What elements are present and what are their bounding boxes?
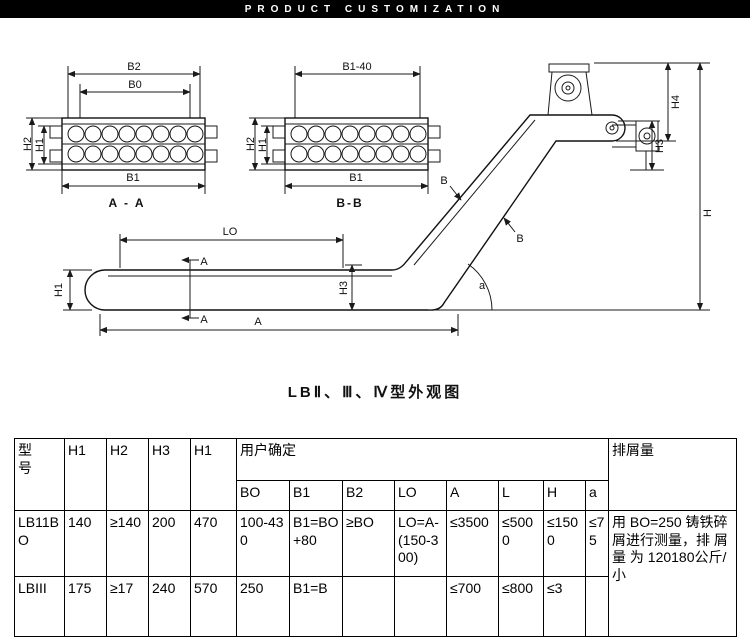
cell-model: LBIII	[14, 576, 65, 637]
dim-label-b1: B1	[126, 172, 139, 184]
subheader-bo: BO	[236, 480, 290, 511]
cell-output-note: 用 BO=250 铸铁碎屑进行测量，排 屑 量 为 120180公斤/小	[608, 510, 737, 637]
dim-label-h3-mid: H3	[338, 281, 350, 295]
dim-label-b0: B0	[128, 79, 141, 91]
subheader-l: L	[498, 480, 544, 511]
dim-label-b-lower: B	[516, 233, 523, 245]
cell-l: ≤5000	[498, 510, 544, 577]
subheader-b1: B1	[289, 480, 343, 511]
section-cut-a	[181, 256, 199, 322]
cell-bo: 100-430	[236, 510, 290, 577]
angle-arc	[467, 263, 493, 311]
dim-label-b2: B2	[127, 61, 140, 73]
dim-label-b1-40: B1-40	[342, 61, 371, 73]
header-h3: H3	[148, 438, 191, 511]
cell-b1: B1=B	[289, 576, 343, 637]
section-rails	[285, 123, 428, 165]
section-rails	[62, 123, 205, 165]
cell-b2: ≥BO	[342, 510, 395, 577]
cell-h3: 200	[148, 510, 191, 577]
drive-sprocket-hub	[609, 125, 615, 131]
leader-b-upper	[449, 185, 462, 201]
dim-label-h2: H2	[245, 137, 257, 151]
dim-label-h1: H1	[53, 283, 65, 297]
drive-sprocket	[605, 121, 619, 135]
header-model-label: 型号	[18, 442, 32, 476]
cell-alpha: ≤75	[585, 510, 609, 577]
subheader-h: H	[543, 480, 586, 511]
banner: PRODUCT CUSTOMIZATION	[0, 0, 750, 18]
roller-chain	[67, 125, 204, 163]
diagram-caption: LBⅡ、Ⅲ、Ⅳ型外观图	[288, 383, 463, 401]
cell-h3: 240	[148, 576, 191, 637]
subheader-alpha: a	[585, 480, 609, 511]
cell-h: ≤1500	[543, 510, 586, 577]
cell-l: ≤800	[498, 576, 544, 637]
leader-b-lower	[503, 217, 516, 233]
cell-lo	[394, 576, 447, 637]
cell-h1-b: 470	[190, 510, 237, 577]
section-view-aa: B2 B0 B1 H2 H1 A - A	[22, 61, 218, 210]
section-label-a-top: A	[200, 256, 208, 268]
conveyor-body-outline	[84, 114, 626, 311]
cell-h1-a: 140	[64, 510, 107, 577]
cell-lo: LO=A-(150-300)	[394, 510, 447, 577]
dim-label-l0: LO	[223, 226, 238, 238]
cell-h1-b: 570	[190, 576, 237, 637]
dim-label-h1: H1	[257, 138, 269, 152]
dim-label-h3-right: H3	[654, 139, 666, 153]
banner-title: PRODUCT CUSTOMIZATION	[244, 3, 506, 15]
extension-lines	[63, 62, 710, 336]
dim-label-h1: H1	[34, 138, 46, 152]
dim-label-a: A	[254, 316, 262, 328]
cell-model: LB11BO	[14, 510, 65, 577]
motor-assembly	[547, 63, 593, 116]
cell-bo: 250	[236, 576, 290, 637]
dim-label-h4: H4	[670, 95, 682, 109]
cell-alpha	[585, 576, 609, 637]
technical-diagram: B2 B0 B1 H2 H1 A - A	[22, 61, 714, 401]
header-row-1: 型号 H1 H2 H3 H1 用户确定 排屑量	[14, 438, 737, 511]
dim-label-b-upper: B	[440, 175, 447, 187]
cell-b2	[342, 576, 395, 637]
end-sprockets	[49, 125, 218, 163]
section-label-bb: B-B	[336, 196, 363, 210]
angle-label-a: a	[479, 280, 486, 292]
header-user-defined: 用户确定	[236, 438, 609, 481]
header-model: 型号	[14, 438, 65, 511]
end-sprockets	[272, 125, 441, 163]
belt-inner-lines	[108, 119, 536, 277]
cell-h1-a: 175	[64, 576, 107, 637]
extension-lines	[249, 66, 429, 194]
spec-table: 型号 H1 H2 H3 H1 用户确定 排屑量 BO B1 B2 LO A L …	[14, 438, 737, 637]
subheader-b2: B2	[342, 480, 395, 511]
side-elevation-view: H4 H3 H LO H1 H3 A A A B B a	[53, 62, 714, 336]
cell-a: ≤700	[446, 576, 499, 637]
section-view-bb: B1-40 B1 H2 H1 B-B	[245, 61, 441, 210]
section-label-a-bottom: A	[200, 314, 208, 326]
subheader-a: A	[446, 480, 499, 511]
header-row-2: BO B1 B2 LO A L H a	[15, 480, 737, 511]
header-h2: H2	[106, 438, 149, 511]
extension-lines	[26, 66, 206, 194]
dim-label-h2: H2	[22, 137, 34, 151]
dim-label-h: H	[702, 209, 714, 217]
cell-b1: B1=BO+80	[289, 510, 343, 577]
header-h1-b: H1	[190, 438, 237, 511]
header-h1-a: H1	[64, 438, 107, 511]
cell-h: ≤3	[543, 576, 586, 637]
cell-h2: ≥140	[106, 510, 149, 577]
table-row: LB11BO 140 ≥140 200 470 100-430 B1=BO+80…	[14, 510, 737, 637]
header-output: 排屑量	[608, 438, 737, 511]
cell-a: ≤3500	[446, 510, 499, 577]
section-label-aa: A - A	[108, 196, 145, 210]
cell-h2: ≥17	[106, 576, 149, 637]
subheader-lo: LO	[394, 480, 447, 511]
dim-label-b1: B1	[349, 172, 362, 184]
roller-chain	[290, 125, 427, 163]
